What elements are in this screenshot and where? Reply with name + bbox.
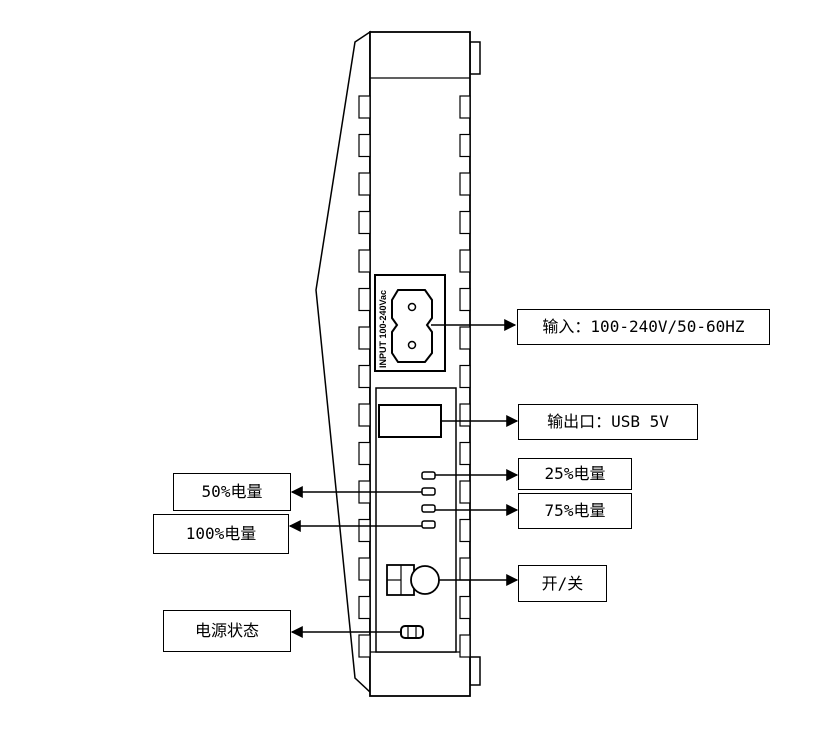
vent-slot-right <box>459 210 471 235</box>
vent-slot-right <box>459 518 471 543</box>
vent-slot-left <box>358 95 371 119</box>
label-100: 100%电量 <box>153 514 289 554</box>
vent-slot-left <box>358 403 371 427</box>
device-left-side <box>315 30 371 694</box>
vent-slot-left <box>358 326 371 350</box>
vent-slot-right <box>459 326 471 350</box>
led-50 <box>421 487 436 496</box>
power-status-indicator <box>400 625 424 639</box>
inlet-pin-top <box>407 302 417 312</box>
vent-slot-left <box>358 595 371 620</box>
vent-slot-left <box>358 249 371 273</box>
vent-slots <box>358 95 471 658</box>
inlet-pin-bottom <box>407 340 417 350</box>
vent-slot-left <box>358 364 371 389</box>
vent-slot-right <box>459 595 471 620</box>
label-power-switch: 开/关 <box>518 565 607 602</box>
vent-slot-right <box>459 364 471 389</box>
vent-slot-left <box>358 210 371 235</box>
battery-leds <box>421 471 436 529</box>
vent-slot-right <box>459 480 471 504</box>
inlet-text: INPUT 100-240Vac <box>378 290 388 368</box>
label-75: 75%电量 <box>518 493 632 529</box>
vent-slot-right <box>459 133 471 158</box>
vent-slot-left <box>358 441 371 466</box>
power-inlet-socket <box>391 289 433 363</box>
led-75 <box>421 504 436 513</box>
device-top-cap <box>469 41 481 75</box>
vent-slot-left <box>358 634 371 658</box>
label-25: 25%电量 <box>518 458 632 490</box>
vent-slot-left <box>358 557 371 581</box>
vent-slot-right <box>459 249 471 273</box>
vent-slot-right <box>459 287 471 312</box>
vent-slot-left <box>358 518 371 543</box>
vent-slot-right <box>459 95 471 119</box>
led-100 <box>421 520 436 529</box>
vent-slot-left <box>358 172 371 196</box>
label-output: 输出口：USB 5V <box>518 404 698 440</box>
label-50: 50%电量 <box>173 473 291 511</box>
power-switch-button[interactable] <box>410 565 440 595</box>
vent-slot-right <box>459 441 471 466</box>
label-power-status: 电源状态 <box>163 610 291 652</box>
label-input: 输入：100-240V/50-60HZ <box>517 309 770 345</box>
vent-slot-right <box>459 172 471 196</box>
vent-slot-left <box>358 133 371 158</box>
vent-slot-right <box>459 634 471 658</box>
device-bottom-cap <box>469 656 481 686</box>
usb-port <box>378 404 442 438</box>
vent-slot-right <box>459 557 471 581</box>
led-25 <box>421 471 436 480</box>
vent-slot-right <box>459 403 471 427</box>
vent-slot-left <box>358 287 371 312</box>
